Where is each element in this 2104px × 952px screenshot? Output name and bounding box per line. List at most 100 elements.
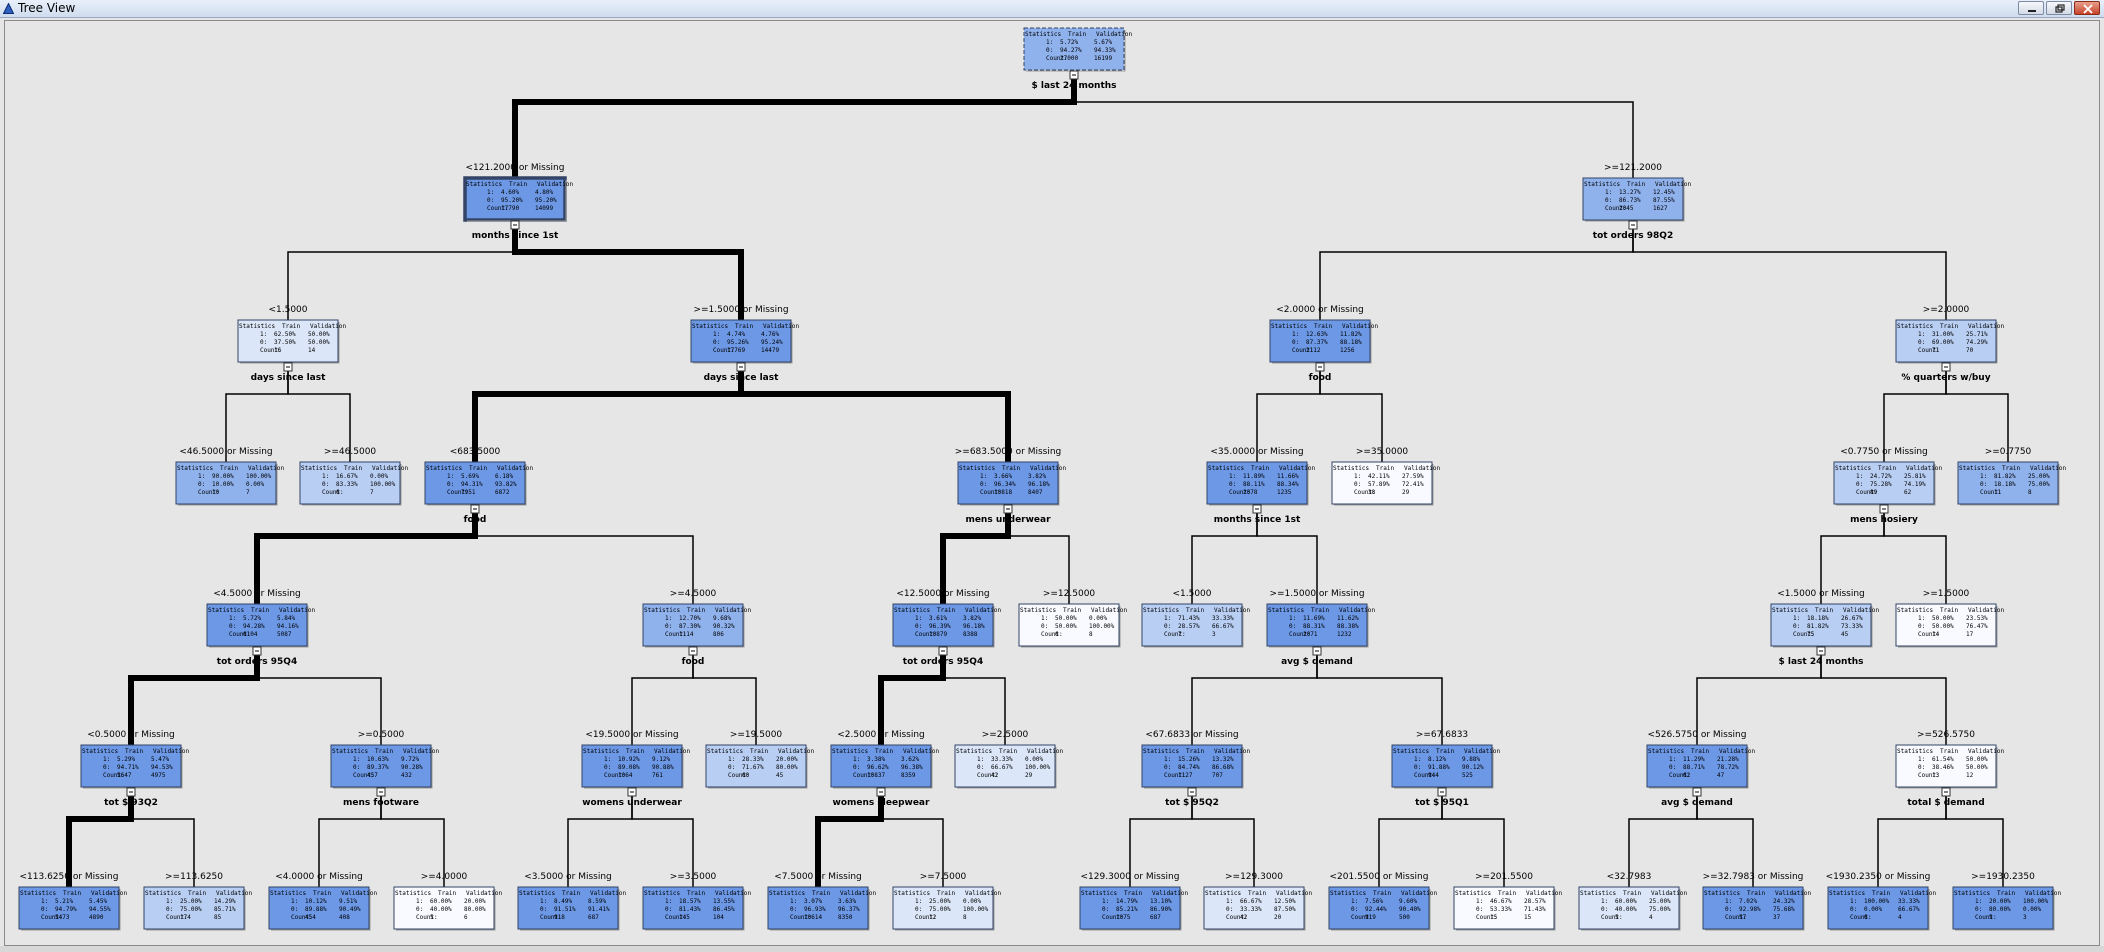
minimize-button[interactable] <box>2018 1 2044 15</box>
node-table-header: Validation <box>903 748 940 755</box>
node-validation-value: 4 <box>1649 914 1653 921</box>
collapse-toggle[interactable] <box>627 787 637 797</box>
branch-label: <12.5000 or Missing <box>896 589 989 599</box>
title-bar[interactable]: Tree View <box>0 0 2104 18</box>
collapse-toggle[interactable] <box>510 220 520 230</box>
collapse-toggle[interactable] <box>1941 362 1951 372</box>
collapse-toggle[interactable] <box>1816 646 1826 656</box>
node-row-label: 0: <box>1164 764 1171 771</box>
restore-button[interactable] <box>2046 1 2072 15</box>
collapse-toggle[interactable] <box>1879 504 1889 514</box>
collapse-toggle[interactable] <box>736 362 746 372</box>
collapse-toggle[interactable] <box>126 787 136 797</box>
collapse-toggle[interactable] <box>1437 787 1447 797</box>
node-train-value: 50.00% <box>1932 615 1954 622</box>
collapse-toggle[interactable] <box>876 787 886 797</box>
collapse-toggle[interactable] <box>252 646 262 656</box>
collapse-toggle[interactable] <box>1315 362 1325 372</box>
collapse-toggle[interactable] <box>1628 220 1638 230</box>
node-train-value: 71 <box>1932 347 1940 354</box>
collapse-toggle[interactable] <box>1692 787 1702 797</box>
node-train-value: 12 <box>929 914 937 921</box>
node-train-value: 33.33% <box>1240 906 1262 913</box>
collapse-toggle[interactable] <box>1941 787 1951 797</box>
node-box <box>1895 744 1997 788</box>
collapse-toggle[interactable] <box>938 646 948 656</box>
tree-edge <box>738 370 1011 462</box>
node-box <box>705 744 807 788</box>
collapse-toggle[interactable] <box>470 504 480 514</box>
node-train-value: 457 <box>367 772 378 779</box>
collapse-toggle[interactable] <box>1187 787 1197 797</box>
collapse-toggle[interactable] <box>283 362 293 372</box>
node-row-label: 0: <box>447 481 454 488</box>
node-box <box>581 744 683 788</box>
branch-label: >=129.3000 <box>1225 872 1283 882</box>
collapse-toggle[interactable] <box>688 646 698 656</box>
node-shadow <box>21 889 121 931</box>
collapse-toggle[interactable] <box>376 787 386 797</box>
collapse-toggle[interactable] <box>1003 504 1013 514</box>
node-validation-value: 88.38% <box>1337 623 1359 630</box>
node-validation-value: 687 <box>1150 914 1161 921</box>
collapse-toggle[interactable] <box>1252 504 1262 514</box>
close-button[interactable] <box>2074 1 2100 15</box>
collapse-toggle[interactable] <box>1312 646 1322 656</box>
collapse-toggle[interactable] <box>1069 70 1079 80</box>
node-validation-value: 100.00% <box>2023 898 2049 905</box>
node-shadow <box>770 889 870 931</box>
node-row-label: Count: <box>853 772 875 779</box>
